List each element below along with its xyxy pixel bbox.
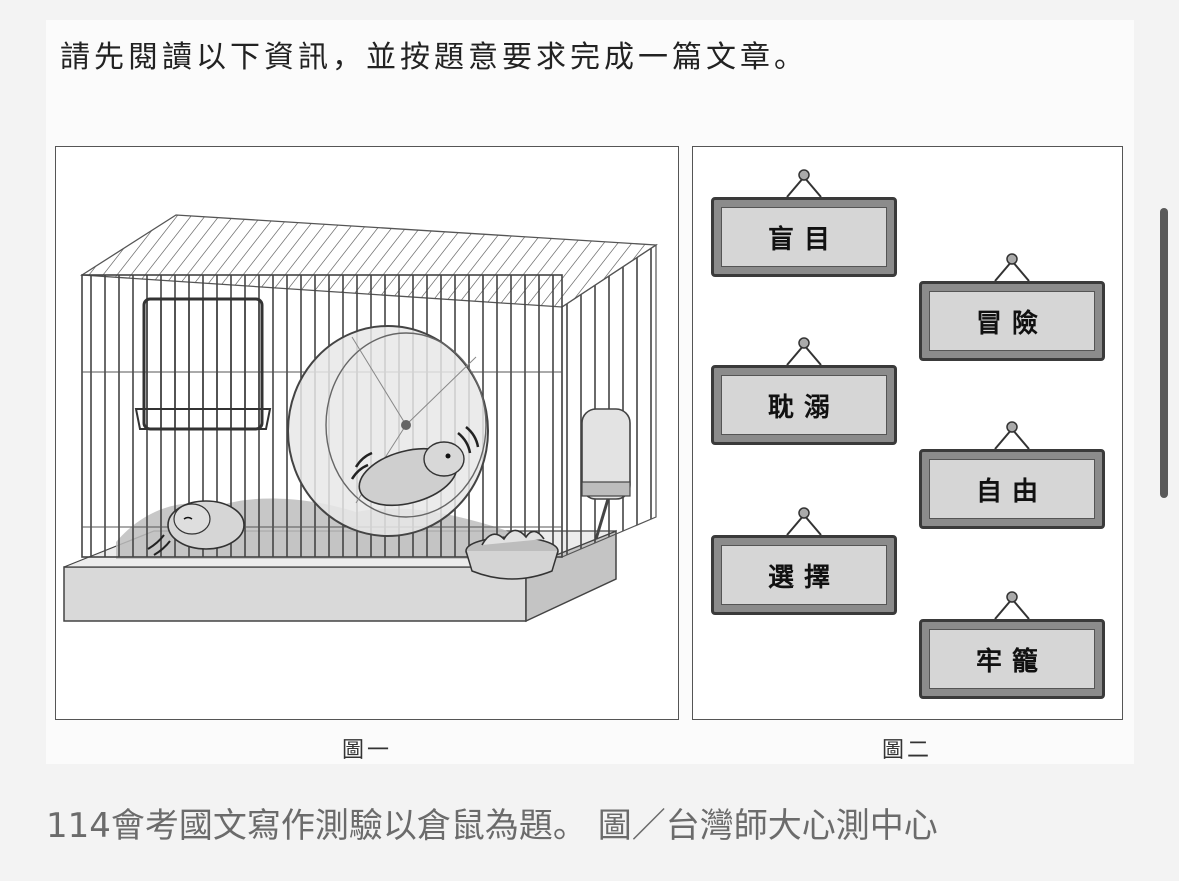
hamster-cage-illustration xyxy=(63,214,658,623)
figure-one-caption: 圖一 xyxy=(342,738,393,763)
sign-label: 選擇 xyxy=(721,545,887,605)
scrollbar-thumb[interactable] xyxy=(1160,208,1168,498)
word-sign: 盲目 xyxy=(711,169,897,277)
sign-hanger-icon xyxy=(786,507,822,536)
sign-label: 牢籠 xyxy=(929,629,1095,689)
sign-hanger-icon xyxy=(786,337,822,366)
sign-hanger-icon xyxy=(994,591,1030,620)
word-sign: 自由 xyxy=(919,421,1105,529)
word-sign: 選擇 xyxy=(711,507,897,615)
sign-label: 盲目 xyxy=(721,207,887,267)
sign-label: 自由 xyxy=(929,459,1095,519)
photo-caption: 114會考國文寫作測驗以倉鼠為題。 圖／台灣師大心測中心 xyxy=(46,806,938,846)
sign-label: 耽溺 xyxy=(721,375,887,435)
sign-label: 冒險 xyxy=(929,291,1095,351)
word-sign: 牢籠 xyxy=(919,591,1105,699)
sign-hanger-icon xyxy=(994,253,1030,282)
exam-question-image: 請先閱讀以下資訊，並按題意要求完成一篇文章。 xyxy=(46,20,1134,764)
exam-instruction: 請先閱讀以下資訊，並按題意要求完成一篇文章。 xyxy=(60,40,808,75)
sign-hanger-icon xyxy=(786,169,822,198)
sign-hanger-icon xyxy=(994,421,1030,450)
word-sign: 冒險 xyxy=(919,253,1105,361)
figure-two-caption: 圖二 xyxy=(882,738,933,763)
figure-one-hamster-cage xyxy=(55,146,679,720)
word-sign: 耽溺 xyxy=(711,337,897,445)
figure-two-word-signs: 盲目 冒險 耽溺 自由 xyxy=(692,146,1123,720)
